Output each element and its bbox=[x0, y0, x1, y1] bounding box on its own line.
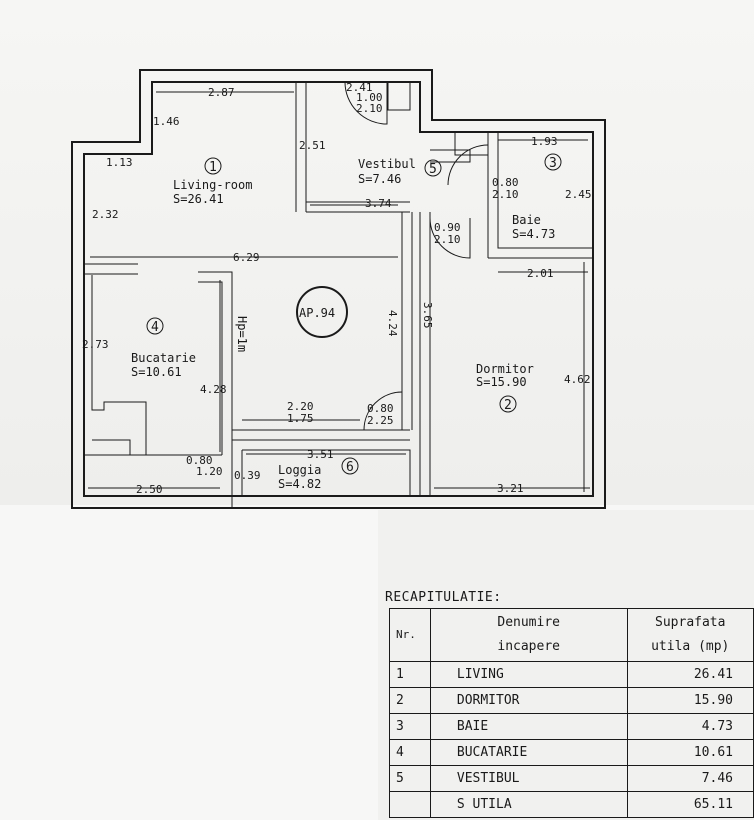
row-area: 15.90 bbox=[626, 687, 754, 714]
row-name: BAIE bbox=[429, 713, 628, 740]
dim-label: 1.75 bbox=[287, 412, 314, 425]
interior-walls bbox=[84, 82, 593, 508]
row-nr: 1 bbox=[389, 661, 431, 688]
row-name: DORMITOR bbox=[429, 687, 628, 714]
total-area: 65.11 bbox=[626, 791, 754, 818]
row-area: 4.73 bbox=[626, 713, 754, 740]
table-row: 5 VESTIBUL 7.46 bbox=[389, 765, 754, 792]
dim-label: 1.93 bbox=[531, 135, 558, 148]
header-area: Suprafata utila (mp) bbox=[626, 608, 754, 662]
room-4-number: 4 bbox=[151, 320, 159, 335]
total-name: S UTILA bbox=[429, 791, 628, 818]
room-6-number: 6 bbox=[346, 460, 354, 475]
recap-header-row: Nr. Denumire incapere Suprafata utila (m… bbox=[389, 608, 754, 662]
row-area: 10.61 bbox=[626, 739, 754, 766]
header-area-line1: Suprafata bbox=[655, 615, 726, 630]
room-dormitor-area: S=15.90 bbox=[476, 375, 527, 389]
room-living-name: Living-room bbox=[173, 178, 252, 192]
row-name: LIVING bbox=[429, 661, 628, 688]
dim-label: 3.21 bbox=[497, 482, 524, 495]
header-name: Denumire incapere bbox=[429, 608, 628, 662]
row-nr: 3 bbox=[389, 713, 431, 740]
outer-walls bbox=[71, 69, 606, 509]
dim-label: 2.73 bbox=[82, 338, 109, 351]
row-nr: 4 bbox=[389, 739, 431, 766]
row-area: 7.46 bbox=[626, 765, 754, 792]
floor-plan: 1 2 3 4 5 6 Living-room S=26.41 Vestibul… bbox=[71, 69, 606, 509]
row-name: VESTIBUL bbox=[429, 765, 628, 792]
dim-label: 1.46 bbox=[153, 115, 180, 128]
recap-table: Nr. Denumire incapere Suprafata utila (m… bbox=[389, 608, 754, 818]
room-loggia-name: Loggia bbox=[278, 463, 321, 477]
dim-label: 0.90 bbox=[434, 221, 461, 234]
dim-label: 0.80 bbox=[492, 176, 519, 189]
header-name-line2: incapere bbox=[497, 639, 560, 654]
dim-label: 2.45 bbox=[565, 188, 592, 201]
recap-title: RECAPITULATIE: bbox=[385, 590, 502, 605]
dim-label: 3.65 bbox=[421, 302, 434, 329]
dim-label: 1.13 bbox=[106, 156, 133, 169]
room-bucatarie-area: S=10.61 bbox=[131, 365, 182, 379]
table-row: 3 BAIE 4.73 bbox=[389, 713, 754, 740]
dim-label: 6.29 bbox=[233, 251, 260, 264]
dim-label: 2.20 bbox=[287, 400, 314, 413]
dim-label: 1.00 bbox=[356, 91, 383, 104]
height-note: Hp=1m bbox=[235, 316, 249, 352]
dim-label: 0.80 bbox=[186, 454, 213, 467]
apartment-circle bbox=[296, 286, 348, 338]
header-area-line2: utila (mp) bbox=[651, 639, 730, 654]
apartment-label: AP.94 bbox=[299, 306, 335, 320]
dim-label: 4.62 bbox=[564, 373, 591, 386]
dim-label: 1.20 bbox=[196, 465, 223, 478]
room-living-area: S=26.41 bbox=[173, 192, 224, 206]
room-1-number: 1 bbox=[209, 160, 217, 175]
row-name: BUCATARIE bbox=[429, 739, 628, 766]
room-3-number: 3 bbox=[549, 156, 557, 171]
dim-label: 2.25 bbox=[367, 414, 394, 427]
dim-label: 0.39 bbox=[234, 469, 261, 482]
paper-sheet-top bbox=[0, 0, 754, 510]
dim-label: 2.41 bbox=[346, 81, 373, 94]
table-row: 2 DORMITOR 15.90 bbox=[389, 687, 754, 714]
header-name-line1: Denumire bbox=[497, 615, 560, 630]
dim-label: 2.32 bbox=[92, 208, 119, 221]
room-bucatarie-name: Bucatarie bbox=[131, 351, 196, 365]
table-row: 4 BUCATARIE 10.61 bbox=[389, 739, 754, 766]
dim-label: 2.01 bbox=[527, 267, 554, 280]
room-baie-name: Baie bbox=[512, 213, 541, 227]
dim-label: 4.24 bbox=[386, 310, 399, 337]
total-row: S UTILA 65.11 bbox=[389, 791, 754, 818]
dim-label: 2.51 bbox=[299, 139, 326, 152]
dim-label: 2.87 bbox=[208, 86, 235, 99]
room-vestibul-area: S=7.46 bbox=[358, 172, 401, 186]
dim-label: 2.10 bbox=[356, 102, 383, 115]
room-2-number: 2 bbox=[504, 398, 512, 413]
dim-label: 4.28 bbox=[200, 383, 227, 396]
row-nr: 5 bbox=[389, 765, 431, 792]
room-dormitor-name: Dormitor bbox=[476, 362, 534, 376]
dim-label: 0.80 bbox=[367, 402, 394, 415]
dimension-lines bbox=[88, 91, 590, 492]
dim-label: 2.10 bbox=[492, 188, 519, 201]
header-nr: Nr. bbox=[389, 608, 431, 662]
door-swings bbox=[344, 81, 489, 431]
row-area: 26.41 bbox=[626, 661, 754, 688]
room-loggia-area: S=4.82 bbox=[278, 477, 321, 491]
dim-label: 3.51 bbox=[307, 448, 334, 461]
total-nr bbox=[389, 791, 431, 818]
room-number-markers bbox=[146, 153, 562, 475]
table-row: 1 LIVING 26.41 bbox=[389, 661, 754, 688]
dim-label: 3.74 bbox=[365, 197, 392, 210]
room-baie-area: S=4.73 bbox=[512, 227, 555, 241]
row-nr: 2 bbox=[389, 687, 431, 714]
room-vestibul-name: Vestibul bbox=[358, 157, 416, 171]
dim-label: 2.10 bbox=[434, 233, 461, 246]
dim-label: 2.50 bbox=[136, 483, 163, 496]
room-5-number: 5 bbox=[429, 162, 437, 177]
